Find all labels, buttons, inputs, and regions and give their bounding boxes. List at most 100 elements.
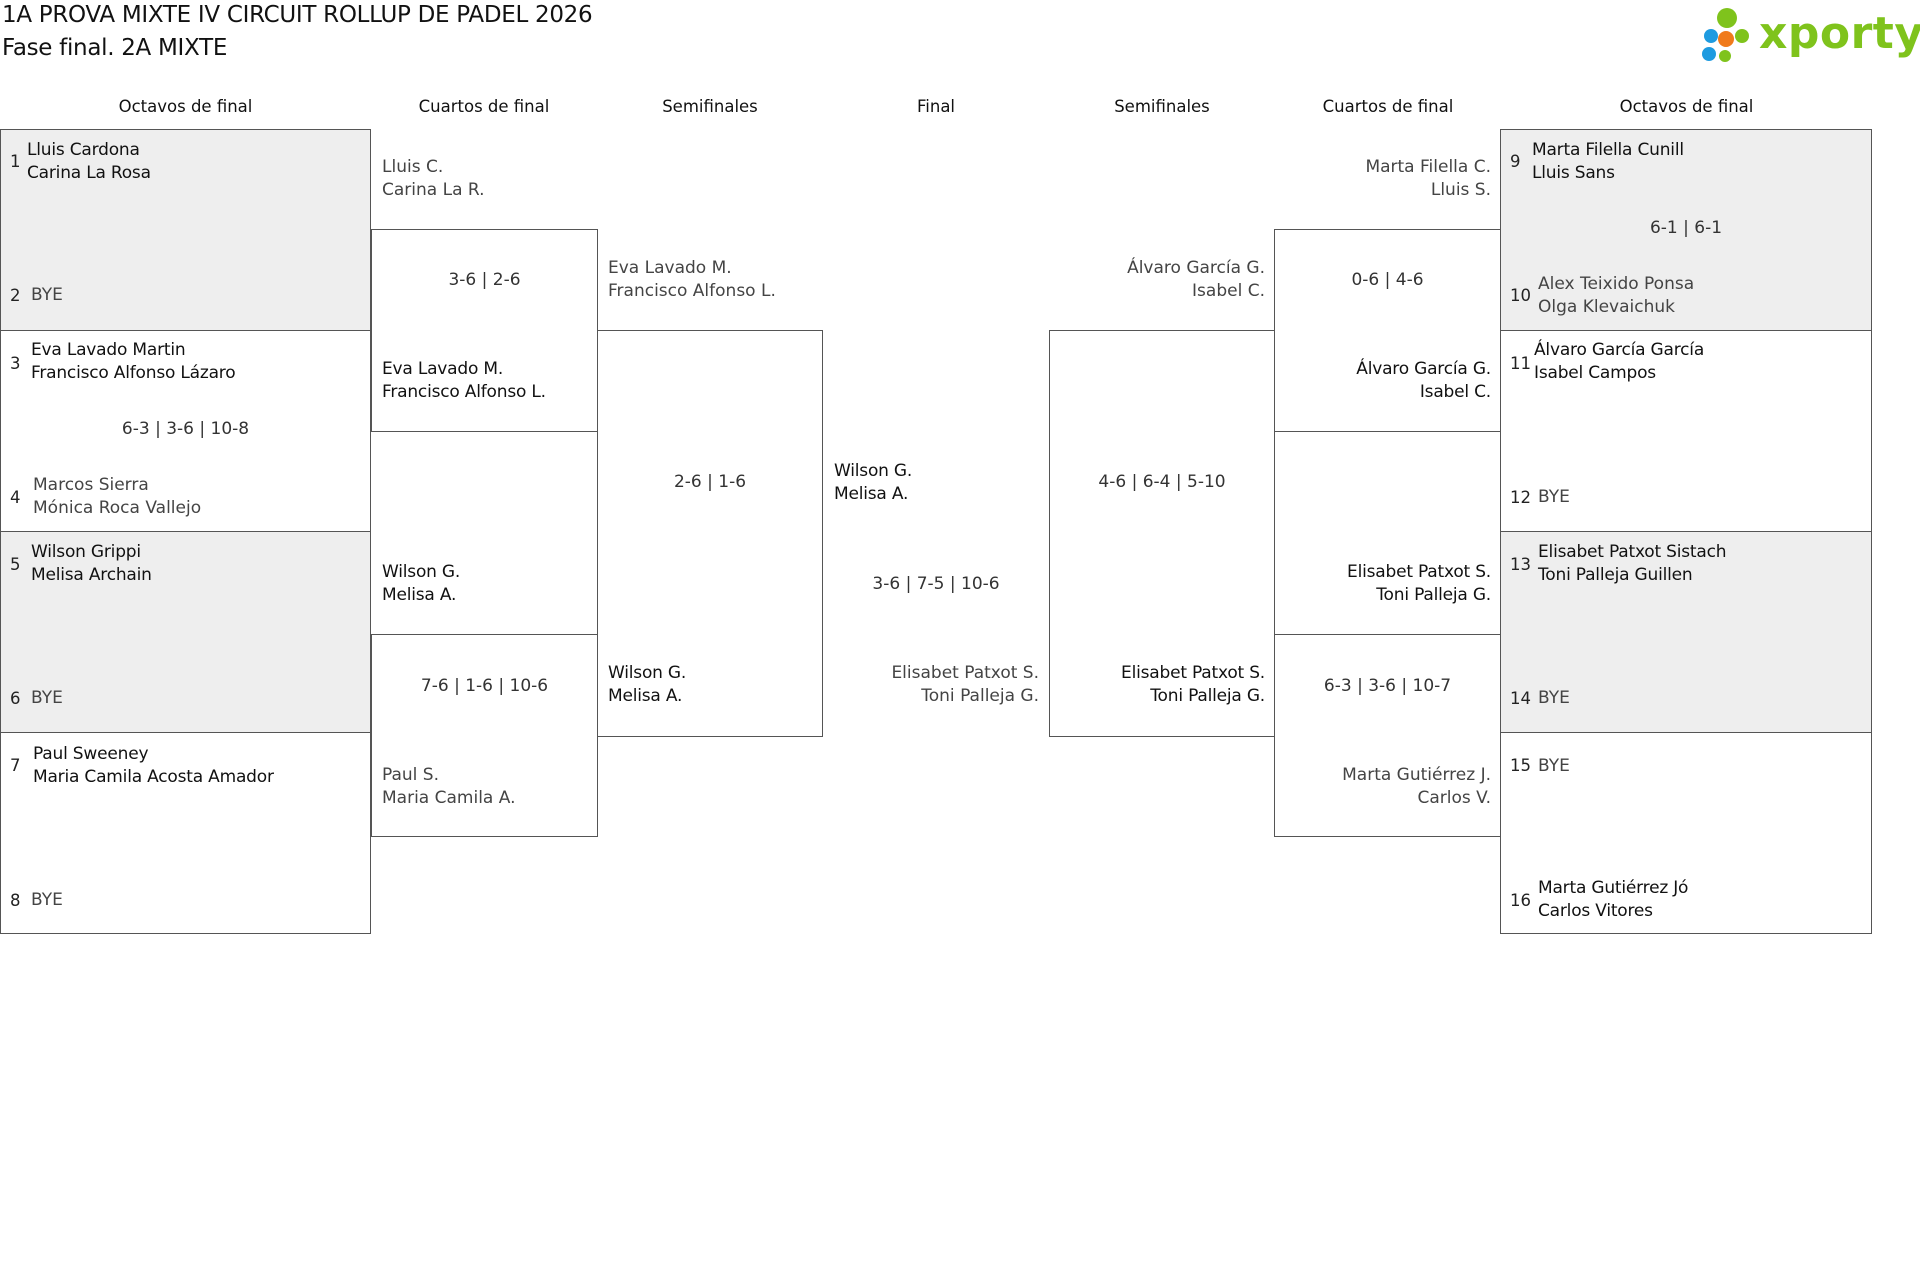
player-name: Isabel C. [1419,382,1491,402]
player-name: BYE [1538,487,1570,507]
match-box-right-r16-2 [1500,330,1872,532]
match-box-right-r16-3 [1500,531,1872,733]
player-name: Elisabet Patxot S. [1121,663,1265,683]
round-header-right-r16: Octavos de final [1619,97,1754,116]
seed-number: 15 [1510,756,1531,775]
match-box-right-r16-4 [1500,732,1872,934]
round-header-right-sf: Semifinales [1114,97,1210,116]
match-box-left-r16-1 [0,129,371,331]
player-name: Wilson G. [608,663,687,683]
player-name: Carlos V. [1417,788,1491,808]
seed-number: 10 [1510,286,1531,305]
seed-number: 14 [1510,689,1531,708]
player-name: Isabel C. [1192,281,1265,301]
match-box-right-qf-2 [1274,634,1501,837]
player-name: Eva Lavado M. [608,258,732,278]
player-name: Melisa A. [382,585,457,605]
match-box-left-qf-2 [371,634,598,837]
player-name: Francisco Alfonso Lázaro [31,363,236,383]
match-score: 7-6 | 1-6 | 10-6 [420,676,549,696]
seed-number: 3 [10,354,21,373]
seed-number: 5 [10,555,21,574]
match-box-right-r16-1 [1500,129,1872,331]
match-box-left-r16-2 [0,330,371,532]
player-name: Eva Lavado Martin [31,340,186,360]
round-header-final: Final [916,97,956,116]
player-name: Melisa A. [608,686,683,706]
match-box-right-sf [1049,330,1275,737]
player-name: Toni Palleja G. [921,686,1039,706]
player-name: Álvaro García G. [1356,359,1491,379]
player-name: Lluis Sans [1532,163,1615,183]
match-score: 0-6 | 4-6 [1351,270,1424,290]
phase-subtitle: Fase final. 2A MIXTE [2,35,228,61]
xporty-logo: xporty [1695,4,1920,68]
round-header-left-r16: Octavos de final [118,97,253,116]
player-name: Alex Teixido Ponsa [1538,274,1695,294]
player-name: Mónica Roca Vallejo [33,498,202,518]
player-name: Carlos Vitores [1538,901,1653,921]
player-name: Carina La R. [382,180,485,200]
player-name: Maria Camila A. [382,788,516,808]
xporty-logo-text: xporty [1759,8,1920,59]
match-score: 6-3 | 3-6 | 10-8 [121,419,250,439]
player-name: Marta Gutiérrez J. [1342,765,1491,785]
match-score: 6-3 | 3-6 | 10-7 [1323,676,1452,696]
player-name: Wilson G. [382,562,461,582]
seed-number: 8 [10,891,21,910]
player-name: BYE [1538,688,1570,708]
player-name: Melisa Archain [31,565,152,585]
seed-number: 7 [10,756,21,775]
player-name: Lluis C. [382,157,444,177]
player-name: Elisabet Patxot S. [891,663,1039,683]
player-name: Toni Palleja Guillen [1538,565,1693,585]
player-name: Francisco Alfonso L. [382,382,546,402]
player-name: Eva Lavado M. [382,359,504,379]
player-name: Elisabet Patxot S. [1347,562,1491,582]
match-score: 4-6 | 6-4 | 5-10 [1098,472,1226,492]
match-box-left-r16-4 [0,732,371,934]
player-name: Carina La Rosa [27,163,151,183]
player-name: BYE [31,285,63,305]
seed-number: 2 [10,286,21,305]
player-name: Álvaro García García [1534,340,1705,360]
player-name: BYE [31,890,63,910]
match-score: 2-6 | 1-6 [673,472,747,492]
match-box-left-sf [597,330,823,737]
player-name: Isabel Campos [1534,363,1656,383]
seed-number: 6 [10,689,21,708]
xporty-logo-dots-icon [1702,8,1749,62]
player-name: Marcos Sierra [33,475,149,495]
round-header-left-qf: Cuartos de final [418,97,550,116]
seed-number: 11 [1510,354,1531,373]
player-name: Toni Palleja G. [1150,686,1265,706]
player-name: Elisabet Patxot Sistach [1538,542,1727,562]
match-score: 6-1 | 6-1 [1649,218,1723,238]
seed-number: 13 [1510,555,1531,574]
player-name: Maria Camila Acosta Amador [33,767,274,787]
player-name: Wilson G. [834,461,913,481]
player-name: Wilson Grippi [31,542,141,562]
seed-number: 9 [1510,152,1521,171]
round-header-right-qf: Cuartos de final [1322,97,1454,116]
player-name: Francisco Alfonso L. [608,281,776,301]
player-name: Lluis Cardona [27,140,140,160]
round-header-left-sf: Semifinales [662,97,758,116]
match-score: 3-6 | 7-5 | 10-6 [872,574,1000,594]
player-name: BYE [1538,756,1570,776]
seed-number: 1 [10,152,21,171]
player-name: Paul S. [382,765,440,785]
player-name: Marta Filella C. [1365,157,1491,177]
player-name: Marta Filella Cunill [1532,140,1684,160]
player-name: Olga Klevaichuk [1538,297,1675,317]
match-box-right-qf-1 [1274,229,1501,432]
player-name: Lluis S. [1430,180,1491,200]
tournament-title: 1A PROVA MIXTE IV CIRCUIT ROLLUP DE PADE… [2,2,593,28]
player-name: Paul Sweeney [33,744,149,764]
seed-number: 16 [1510,891,1531,910]
seed-number: 12 [1510,488,1531,507]
player-name: Toni Palleja G. [1376,585,1491,605]
player-name: BYE [31,688,63,708]
player-name: Melisa A. [834,484,909,504]
match-score: 3-6 | 2-6 [448,270,521,290]
